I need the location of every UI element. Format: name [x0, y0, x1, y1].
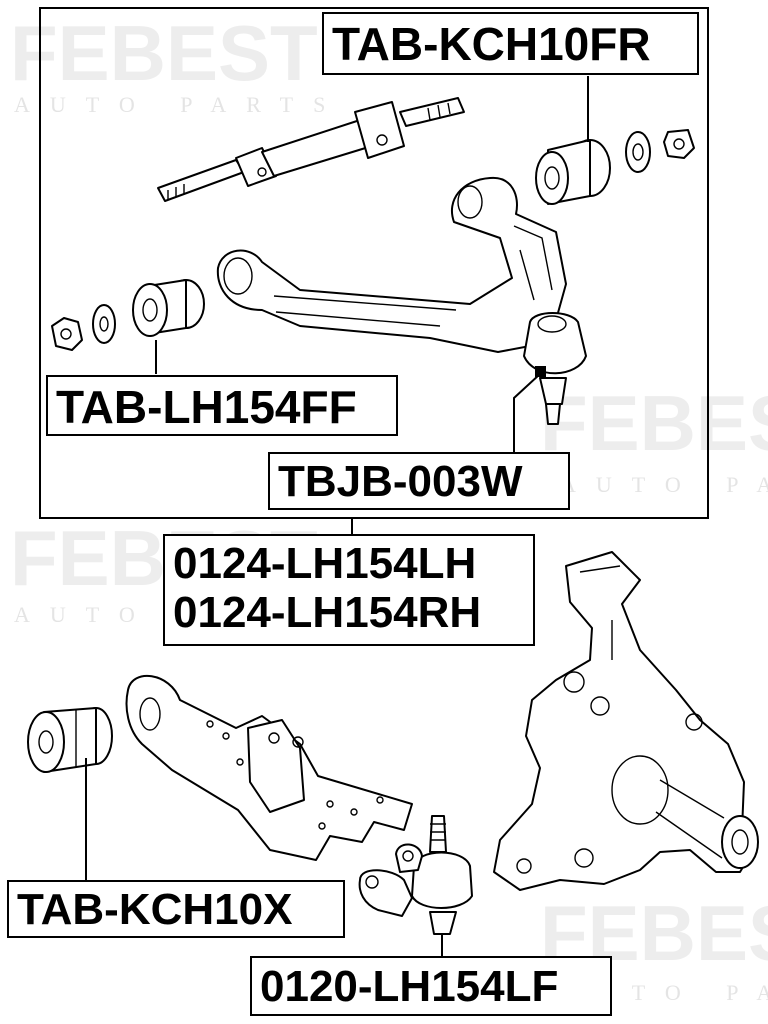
- part-number-right: 0124-LH154RH: [173, 588, 482, 637]
- bushing-tab-lh154ff: [132, 279, 205, 337]
- nut-upper-right: [663, 129, 695, 159]
- part-label-tab-lh154ff: TAB-LH154FF: [46, 375, 398, 436]
- lower-ball-joint: [358, 815, 473, 935]
- part-label-lower-ball-joint: 0120-LH154LF: [250, 956, 612, 1016]
- washer-upper-right: [625, 131, 651, 173]
- watermark-mid-right: FEBEST AUTO PARTS: [540, 379, 768, 497]
- lower-control-arm: [125, 674, 413, 861]
- upper-control-arm: [216, 176, 567, 353]
- part-number: TAB-LH154FF: [56, 381, 357, 433]
- watermark-brand: FEBEST: [540, 379, 768, 467]
- upper-ball-joint: [523, 312, 587, 425]
- washer-upper-left: [92, 304, 116, 344]
- bushing-tab-kch10x: [27, 707, 113, 773]
- watermark-tagline: AUTO PARTS: [14, 92, 345, 117]
- part-number-left: 0124-LH154LH: [173, 539, 477, 588]
- part-label-tbjb-003w: TBJB-003W: [268, 452, 570, 510]
- adjuster-rod: [157, 97, 465, 202]
- part-number: TBJB-003W: [278, 457, 523, 506]
- nut-upper-left: [51, 317, 83, 351]
- steering-knuckle: [493, 551, 759, 891]
- ball-joint-marker: [535, 366, 546, 377]
- bushing-tab-kch10fr: [535, 139, 611, 205]
- part-label-tab-kch10x: TAB-KCH10X: [7, 880, 345, 938]
- part-number: TAB-KCH10FR: [332, 18, 651, 70]
- upper-arm-assembly-frame: [39, 7, 709, 519]
- watermark-brand: FEBEST: [10, 9, 318, 97]
- part-number: TAB-KCH10X: [17, 885, 293, 934]
- part-label-upper-control-arm: 0124-LH154LH 0124-LH154RH: [163, 534, 535, 646]
- leader-lines: [85, 76, 589, 956]
- watermark-tagline: AUTO PARTS: [560, 472, 768, 497]
- part-number: 0120-LH154LF: [260, 962, 559, 1011]
- part-label-tab-kch10fr: TAB-KCH10FR: [322, 12, 699, 75]
- watermark-top-left: FEBEST AUTO PARTS: [10, 9, 345, 117]
